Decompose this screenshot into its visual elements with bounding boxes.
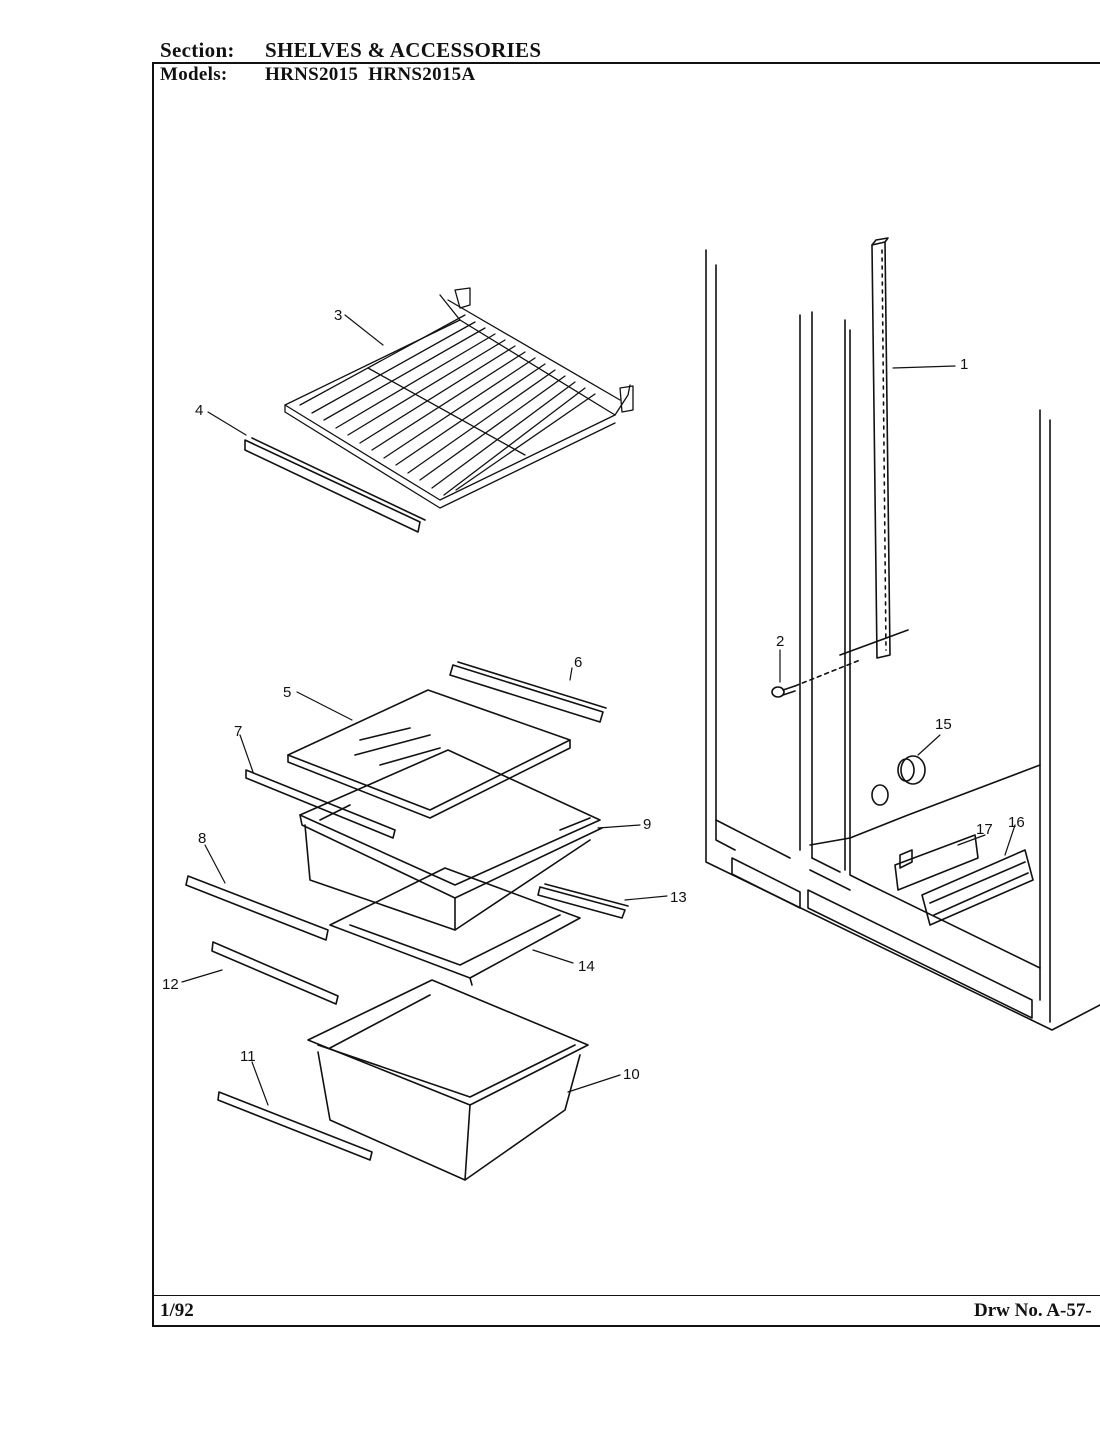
rail-12 [211,941,339,1005]
frame-bottom-rule [152,1325,1100,1327]
callout-13: 13 [670,889,687,906]
callout-5: 5 [283,684,291,701]
wire-shelf [284,287,634,509]
shelf-ladder-rail [871,237,891,659]
drawer-cover [329,867,581,986]
footer-divider [152,1295,1100,1296]
shelf-trim [244,437,426,533]
callout-7: 7 [234,723,242,740]
callout-9: 9 [643,816,651,833]
callout-17: 17 [976,821,993,838]
callout-6: 6 [574,654,582,671]
callout-1: 1 [960,356,968,373]
frame-top-rule [152,62,1100,64]
callout-11: 11 [240,1048,256,1065]
callout-8: 8 [198,830,206,847]
control-housing [921,849,1034,926]
callout-14: 14 [578,958,595,975]
section-label: Section: [160,38,235,62]
bracket [894,834,979,891]
models-label: Models: [160,64,228,85]
callout-2: 2 [776,633,784,650]
section-title: SHELVES & ACCESSORIES [265,38,542,62]
callout-15: 15 [935,716,952,733]
callout-16: 16 [1008,814,1025,831]
drawing-date: 1/92 [160,1300,194,1321]
left-rail [245,769,396,839]
frame-left-rule [152,62,154,1327]
crisper-drawer [299,749,603,931]
drawing-number: Drw No. A-57- [974,1300,1092,1321]
slide-13 [537,883,629,919]
cabinet-drawing [705,249,1100,1031]
rail-8 [185,875,329,941]
callout-3: 3 [334,307,342,324]
callout-10: 10 [623,1066,640,1083]
models-list: HRNS2015 HRNS2015A [265,64,476,85]
control-knob [871,755,926,806]
front-trim [449,661,607,723]
rail-11 [217,1091,373,1161]
callout-12: 12 [162,976,179,993]
leader-lines [181,314,1016,1106]
bottom-bin [307,979,589,1181]
callout-4: 4 [195,402,203,419]
screw [771,659,861,698]
glass-shelf [287,689,571,819]
